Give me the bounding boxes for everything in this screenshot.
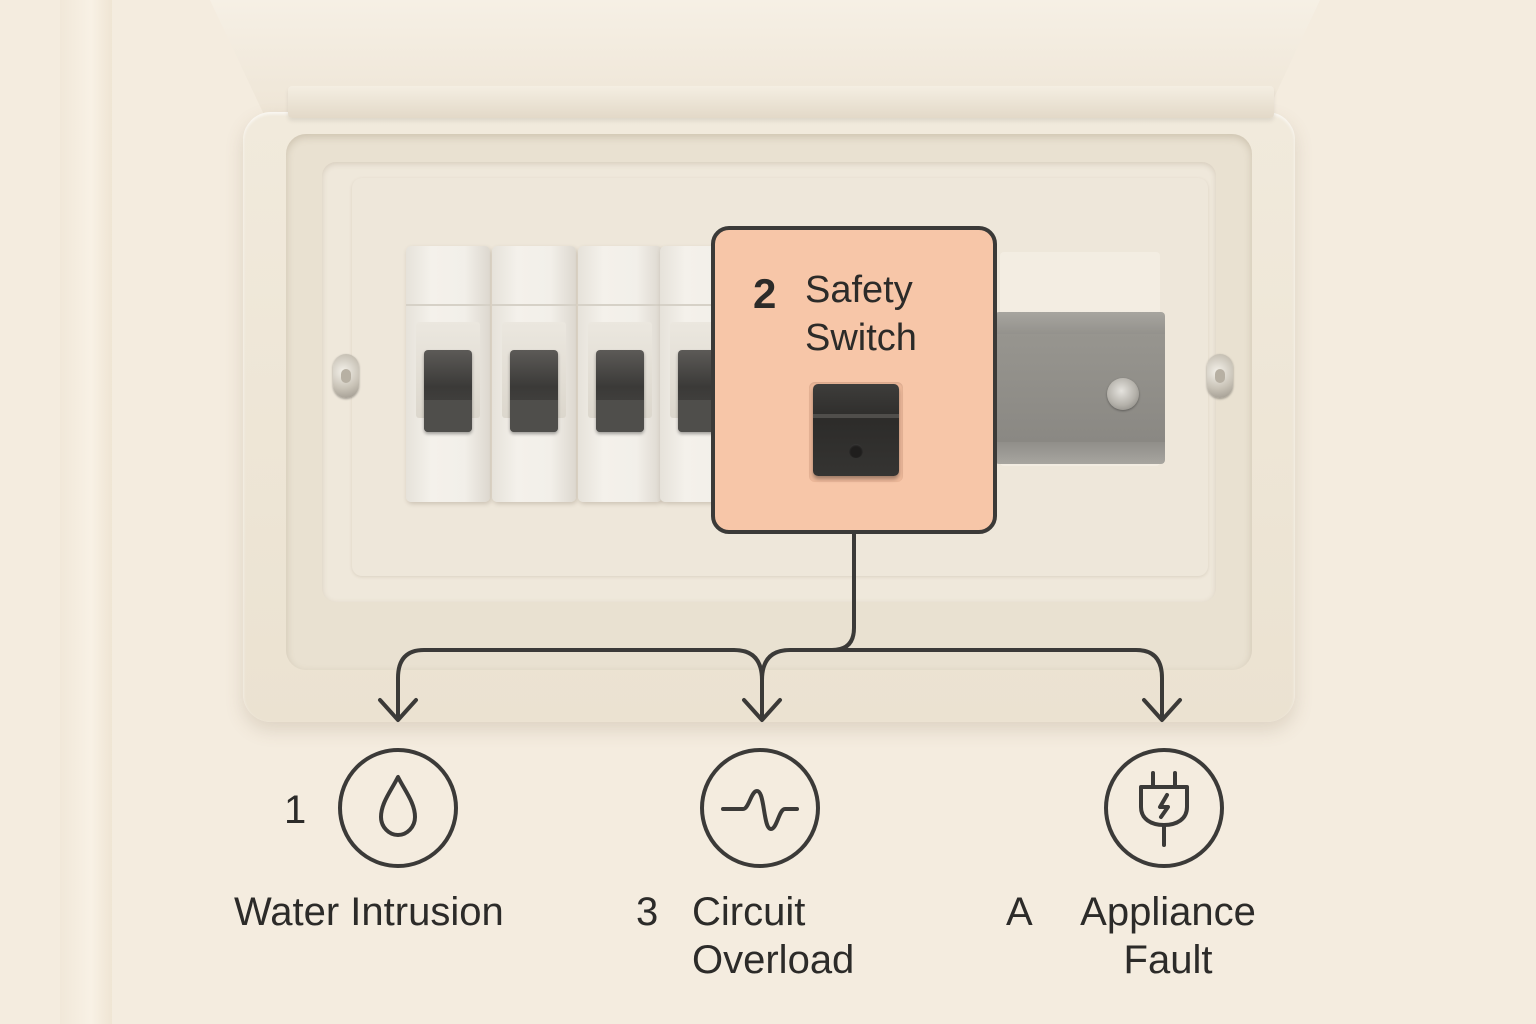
plug-icon	[1104, 748, 1224, 868]
circuit-breaker	[492, 246, 576, 502]
breaker-toggle[interactable]	[596, 350, 644, 432]
left-arrowhead-icon	[378, 698, 418, 722]
safety-switch-toggle[interactable]	[813, 384, 899, 476]
safety-switch-card: 2 Safety Switch	[711, 226, 997, 534]
right-branch-connector	[830, 648, 1164, 718]
test-hole-icon	[849, 444, 863, 458]
panel-lid-hinge	[288, 86, 1274, 118]
safety-switch-toggle-well	[809, 382, 903, 482]
water-drop-icon	[338, 748, 458, 868]
safety-switch-number: 2	[753, 270, 777, 317]
wall-trim	[60, 0, 112, 1024]
cause-label-appliance-fault: Appliance Fault	[1080, 890, 1256, 982]
cause-number: 3	[636, 890, 659, 934]
rail-bolt-icon	[1107, 378, 1139, 410]
waveform-icon	[700, 748, 820, 868]
stem-connector	[760, 532, 856, 682]
safety-switch-label: Safety Switch	[805, 269, 917, 359]
cause-label-circuit-overload: Circuit Overload	[692, 890, 855, 982]
left-branch-connector	[396, 648, 764, 718]
breaker-toggle[interactable]	[424, 350, 472, 432]
cause-number: 1	[284, 788, 307, 832]
breaker-toggle[interactable]	[510, 350, 558, 432]
right-screw-icon	[1207, 354, 1233, 398]
left-screw-icon	[333, 354, 359, 398]
right-arrowhead-icon	[1142, 698, 1182, 722]
cause-number: A	[1006, 890, 1033, 934]
middle-arrowhead-icon	[742, 698, 782, 722]
cause-label-water-intrusion: Water Intrusion	[234, 890, 504, 934]
circuit-breaker	[578, 246, 662, 502]
circuit-breaker	[406, 246, 490, 502]
